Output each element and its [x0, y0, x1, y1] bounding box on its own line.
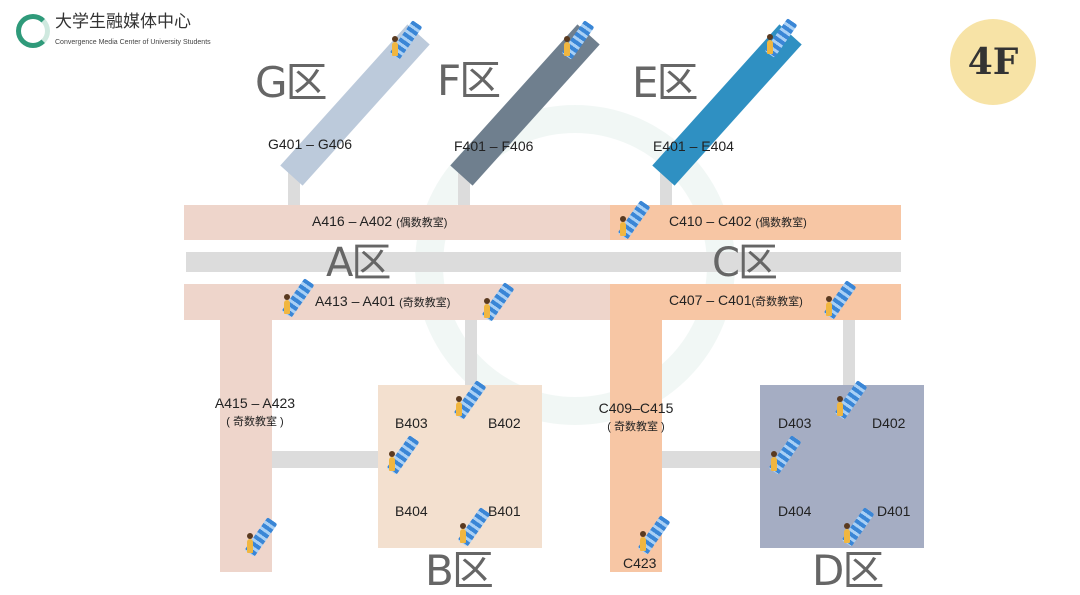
- person-icon: [620, 216, 626, 236]
- zone-g-label: G区: [255, 58, 328, 107]
- zone-d-label: D区: [812, 546, 884, 595]
- c-top-range: C410 – C402: [669, 213, 752, 229]
- person-icon: [564, 36, 570, 56]
- zone-a-top-band: [184, 205, 610, 240]
- zone-g-rooms: G401 – G406: [268, 136, 353, 152]
- room-d401: D401: [877, 503, 911, 519]
- c-bottom-note: (奇数教室): [751, 296, 803, 308]
- zone-c-side-rooms: C409–C415 ( 奇数教室 ): [590, 400, 682, 434]
- person-icon: [484, 298, 490, 318]
- zone-c-top-rooms: C410 – C402 (偶数教室): [669, 213, 807, 230]
- zone-f-rooms: F401 – F406: [454, 138, 534, 154]
- person-icon: [771, 451, 777, 471]
- floor-badge: 4F: [950, 19, 1036, 105]
- a-top-range: A416 – A402: [312, 213, 393, 229]
- zone-e-label: E区: [632, 58, 699, 107]
- a-top-note: (偶数教室): [396, 217, 448, 229]
- room-b402: B402: [488, 415, 521, 431]
- zone-b-label: B区: [425, 546, 494, 595]
- room-d403: D403: [778, 415, 812, 431]
- person-icon: [247, 533, 253, 553]
- logo-icon: [16, 14, 50, 48]
- room-b403: B403: [395, 415, 428, 431]
- floor-label: 4F: [967, 41, 1019, 83]
- person-icon: [460, 523, 466, 543]
- logo-title: 大学生融媒体中心: [55, 12, 191, 32]
- corridor-a-b: [465, 320, 477, 386]
- person-icon: [767, 34, 773, 54]
- room-b404: B404: [395, 503, 428, 519]
- person-icon: [837, 396, 843, 416]
- person-icon: [844, 523, 850, 543]
- c-side-range: C409–C415: [598, 400, 674, 416]
- person-icon: [640, 531, 646, 551]
- zone-a-bottom-band: [184, 284, 610, 320]
- zone-f-label: F区: [437, 56, 501, 105]
- person-icon: [456, 396, 462, 416]
- zone-c-label: C区: [712, 240, 778, 286]
- c-side-note: ( 奇数教室 ): [607, 420, 665, 433]
- corridor-a-wing-b: [272, 451, 378, 468]
- zone-a-top-rooms: A416 – A402 (偶数教室): [312, 213, 447, 230]
- room-d404: D404: [778, 503, 812, 519]
- a-bottom-range: A413 – A401: [315, 293, 396, 309]
- room-d402: D402: [872, 415, 906, 431]
- c-bottom-range: C407 – C401: [669, 292, 752, 308]
- central-corridor: [186, 252, 901, 272]
- logo-subtitle: Convergence Media Center of University S…: [55, 39, 211, 46]
- zone-a-bottom-rooms: A413 – A401 (奇数教室): [315, 293, 450, 310]
- c423-label: C423: [623, 555, 657, 571]
- zone-c-top-band: [610, 205, 901, 240]
- zone-a-label: A区: [326, 240, 391, 286]
- c-top-note: (偶数教室): [755, 217, 807, 229]
- room-b401: B401: [488, 503, 521, 519]
- a-side-range: A415 – A423: [214, 395, 296, 411]
- person-icon: [389, 451, 395, 471]
- zone-c-bottom-rooms: C407 – C401(奇数教室): [669, 292, 803, 309]
- zone-a-side-rooms: A415 – A423 ( 奇数教室 ): [210, 395, 300, 429]
- a-side-note: ( 奇数教室 ): [226, 415, 284, 428]
- corridor-c-wing-d: [662, 451, 760, 468]
- a-bottom-note: (奇数教室): [399, 297, 451, 309]
- person-icon: [284, 294, 290, 314]
- person-icon: [826, 296, 832, 316]
- person-icon: [392, 36, 398, 56]
- zone-e-rooms: E401 – E404: [653, 138, 734, 154]
- corridor-c-d: [843, 320, 855, 386]
